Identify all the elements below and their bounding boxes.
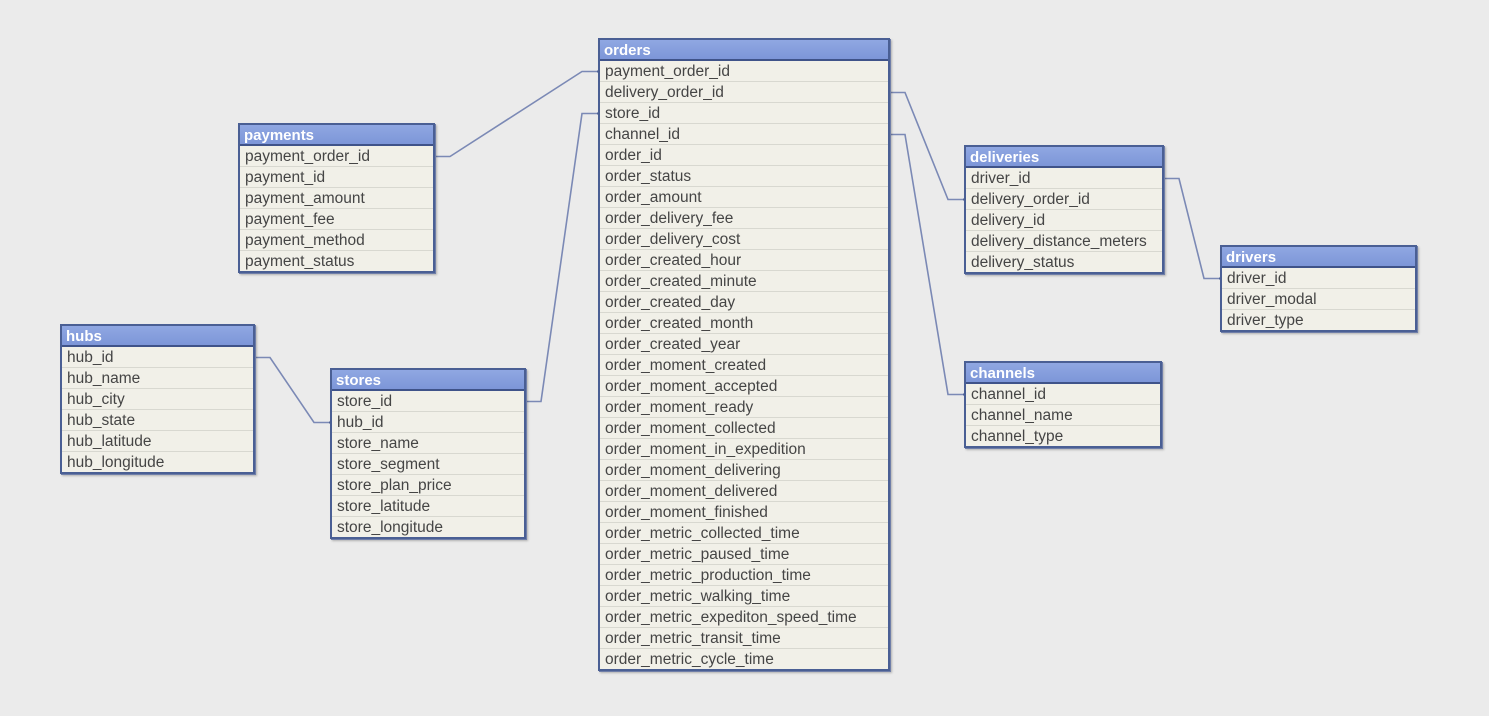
field-delivery-order-id[interactable]: delivery_order_id [600, 82, 888, 103]
link-deliveries-drivers [1161, 177, 1222, 280]
field-hub-name[interactable]: hub_name [62, 368, 253, 389]
field-order-metric-walking-time[interactable]: order_metric_walking_time [600, 586, 888, 607]
field-order-created-minute[interactable]: order_created_minute [600, 271, 888, 292]
field-delivery-order-id[interactable]: delivery_order_id [966, 189, 1162, 210]
field-driver-id[interactable]: driver_id [966, 168, 1162, 189]
field-payment-amount[interactable]: payment_amount [240, 188, 433, 209]
table-title-channels[interactable]: channels [966, 363, 1160, 384]
link-orders-deliveries [887, 91, 966, 201]
field-hub-latitude[interactable]: hub_latitude [62, 431, 253, 452]
field-order-moment-created[interactable]: order_moment_created [600, 355, 888, 376]
field-order-delivery-fee[interactable]: order_delivery_fee [600, 208, 888, 229]
link-orders-channels [887, 133, 966, 396]
field-payment-fee[interactable]: payment_fee [240, 209, 433, 230]
field-order-delivery-cost[interactable]: order_delivery_cost [600, 229, 888, 250]
field-order-amount[interactable]: order_amount [600, 187, 888, 208]
link-hubs-stores [252, 356, 332, 424]
field-order-moment-collected[interactable]: order_moment_collected [600, 418, 888, 439]
field-store-latitude[interactable]: store_latitude [332, 496, 524, 517]
field-store-plan-price[interactable]: store_plan_price [332, 475, 524, 496]
field-store-segment[interactable]: store_segment [332, 454, 524, 475]
link-stores-orders [523, 112, 600, 403]
field-order-created-hour[interactable]: order_created_hour [600, 250, 888, 271]
field-order-metric-collected-time[interactable]: order_metric_collected_time [600, 523, 888, 544]
field-order-moment-in-expedition[interactable]: order_moment_in_expedition [600, 439, 888, 460]
field-payment-id[interactable]: payment_id [240, 167, 433, 188]
field-payment-method[interactable]: payment_method [240, 230, 433, 251]
field-hub-city[interactable]: hub_city [62, 389, 253, 410]
field-order-created-month[interactable]: order_created_month [600, 313, 888, 334]
field-hub-state[interactable]: hub_state [62, 410, 253, 431]
field-store-id[interactable]: store_id [600, 103, 888, 124]
field-driver-id[interactable]: driver_id [1222, 268, 1415, 289]
field-delivery-distance-meters[interactable]: delivery_distance_meters [966, 231, 1162, 252]
field-order-moment-ready[interactable]: order_moment_ready [600, 397, 888, 418]
field-channel-name[interactable]: channel_name [966, 405, 1160, 426]
table-title-drivers[interactable]: drivers [1222, 247, 1415, 268]
field-channel-id[interactable]: channel_id [966, 384, 1160, 405]
field-channel-id[interactable]: channel_id [600, 124, 888, 145]
table-title-payments[interactable]: payments [240, 125, 433, 146]
field-order-metric-cycle-time[interactable]: order_metric_cycle_time [605, 651, 774, 668]
field-order-moment-delivering[interactable]: order_moment_delivering [600, 460, 888, 481]
link-payments-orders [432, 70, 600, 158]
field-hub-longitude[interactable]: hub_longitude [67, 454, 165, 471]
table-title-deliveries[interactable]: deliveries [966, 147, 1162, 168]
field-order-status[interactable]: order_status [600, 166, 888, 187]
field-payment-order-id[interactable]: payment_order_id [240, 146, 433, 167]
field-store-name[interactable]: store_name [332, 433, 524, 454]
field-order-metric-paused-time[interactable]: order_metric_paused_time [600, 544, 888, 565]
field-order-metric-production-time[interactable]: order_metric_production_time [600, 565, 888, 586]
field-channel-type[interactable]: channel_type [971, 428, 1064, 445]
table-title-stores[interactable]: stores [332, 370, 524, 391]
field-driver-type[interactable]: driver_type [1227, 312, 1304, 329]
field-hub-id[interactable]: hub_id [62, 347, 253, 368]
field-delivery-status[interactable]: delivery_status [971, 254, 1075, 271]
table-title-orders[interactable]: orders [600, 40, 888, 61]
field-hub-id[interactable]: hub_id [332, 412, 524, 433]
field-driver-modal[interactable]: driver_modal [1222, 289, 1415, 310]
table-title-hubs[interactable]: hubs [62, 326, 253, 347]
field-order-metric-transit-time[interactable]: order_metric_transit_time [600, 628, 888, 649]
field-order-moment-finished[interactable]: order_moment_finished [600, 502, 888, 523]
field-order-created-year[interactable]: order_created_year [600, 334, 888, 355]
field-payment-order-id[interactable]: payment_order_id [600, 61, 888, 82]
field-store-id[interactable]: store_id [332, 391, 524, 412]
field-store-longitude[interactable]: store_longitude [337, 519, 443, 536]
field-order-moment-delivered[interactable]: order_moment_delivered [600, 481, 888, 502]
field-order-id[interactable]: order_id [600, 145, 888, 166]
field-delivery-id[interactable]: delivery_id [966, 210, 1162, 231]
field-payment-status[interactable]: payment_status [245, 253, 355, 270]
field-order-moment-accepted[interactable]: order_moment_accepted [600, 376, 888, 397]
field-order-created-day[interactable]: order_created_day [600, 292, 888, 313]
field-order-metric-expediton-speed-time[interactable]: order_metric_expediton_speed_time [600, 607, 888, 628]
